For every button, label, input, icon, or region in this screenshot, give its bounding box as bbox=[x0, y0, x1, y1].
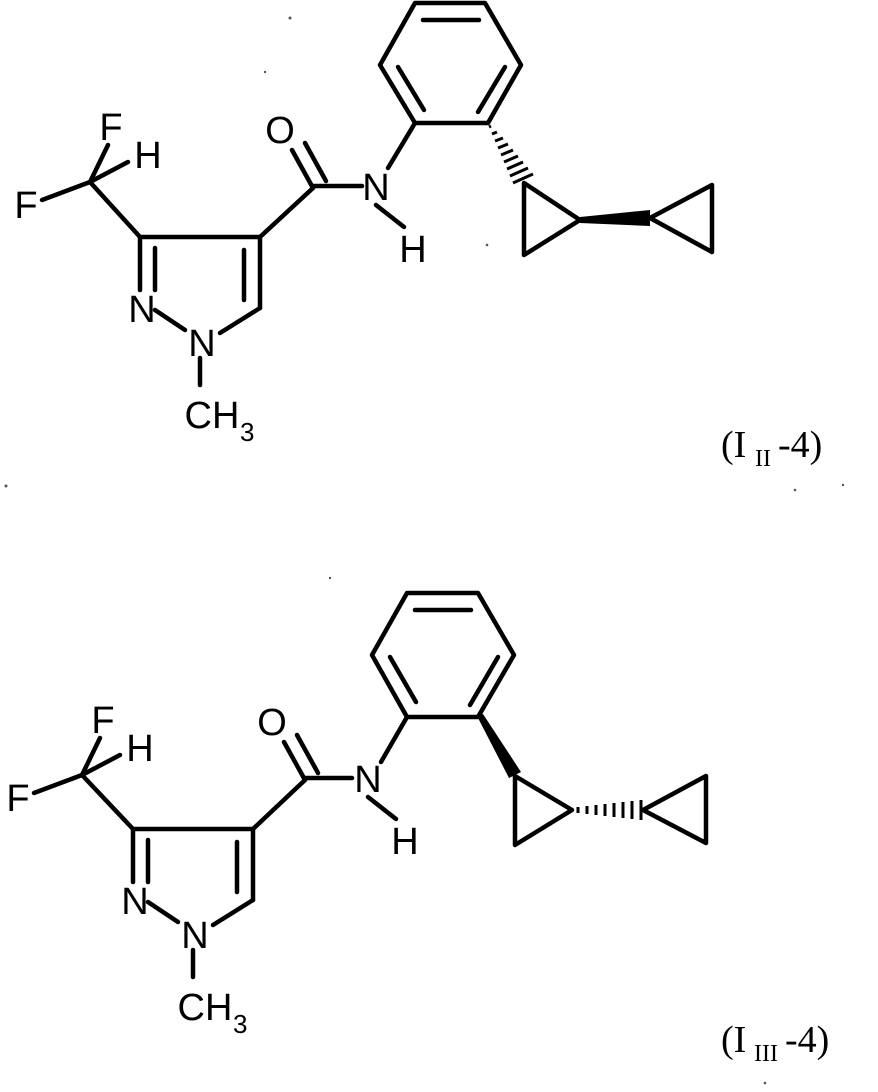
atom-ch3-subscript: 3 bbox=[240, 417, 254, 447]
atom-o: O bbox=[257, 702, 287, 744]
hashed-wedge-bond bbox=[578, 800, 641, 820]
svg-text:-4): -4) bbox=[785, 1019, 829, 1061]
atom-n: N bbox=[362, 167, 389, 209]
atom-n: N bbox=[354, 759, 381, 801]
cf2h-bond bbox=[82, 775, 133, 829]
molecule-ii-4: F H F O N H N N CH 3 (I II -4) bbox=[14, 3, 822, 472]
atom-ch3: CH bbox=[185, 395, 240, 437]
cyclopropane-ring-2 bbox=[643, 776, 706, 843]
pyrazole-ring bbox=[140, 237, 260, 333]
atom-f: F bbox=[14, 185, 37, 227]
cyclopropane-ring-1 bbox=[515, 776, 572, 845]
atom-o: O bbox=[265, 110, 295, 152]
svg-text:-4): -4) bbox=[778, 424, 822, 466]
svg-text:III: III bbox=[754, 1041, 778, 1067]
aryl-n-bond bbox=[381, 717, 407, 762]
ring-carbonyl-bond bbox=[253, 780, 305, 829]
c-f2-bond bbox=[42, 182, 90, 200]
benzene-ring bbox=[372, 593, 514, 717]
wedge-bond bbox=[477, 714, 521, 778]
c-f2-bond bbox=[34, 775, 82, 793]
compound-label: (I III -4) bbox=[721, 1019, 829, 1067]
scan-noise bbox=[5, 17, 845, 1085]
atom-h: H bbox=[399, 229, 426, 271]
molecule-iii-4: F H F O N H N N CH 3 (I III -4) bbox=[6, 593, 829, 1067]
atom-n: N bbox=[128, 289, 155, 331]
cf2h-bond bbox=[90, 182, 140, 237]
ring-carbonyl-bond bbox=[260, 188, 313, 237]
atom-f: F bbox=[6, 778, 29, 820]
atom-h: H bbox=[391, 821, 418, 863]
benzene-ring bbox=[380, 3, 521, 123]
atom-n: N bbox=[121, 881, 148, 923]
compound-label: (I II -4) bbox=[721, 424, 822, 472]
atom-ch3: CH bbox=[178, 987, 233, 1029]
atom-n: N bbox=[181, 915, 208, 957]
svg-text:(I: (I bbox=[721, 424, 746, 466]
atom-h: H bbox=[134, 135, 161, 177]
atom-f: F bbox=[99, 107, 122, 149]
svg-text:(I: (I bbox=[721, 1019, 746, 1061]
cyclopropane-ring-1 bbox=[524, 183, 580, 255]
atom-f: F bbox=[91, 700, 114, 742]
svg-text:II: II bbox=[755, 446, 771, 472]
atom-n: N bbox=[188, 323, 215, 365]
atom-h: H bbox=[126, 728, 153, 770]
cyclopropane-ring-2 bbox=[650, 185, 712, 252]
aryl-n-bond bbox=[388, 123, 415, 168]
wedge-bond bbox=[580, 210, 650, 226]
hashed-wedge-bond bbox=[489, 126, 533, 183]
pyrazole-ring bbox=[133, 829, 253, 925]
atom-ch3-subscript: 3 bbox=[233, 1009, 247, 1039]
